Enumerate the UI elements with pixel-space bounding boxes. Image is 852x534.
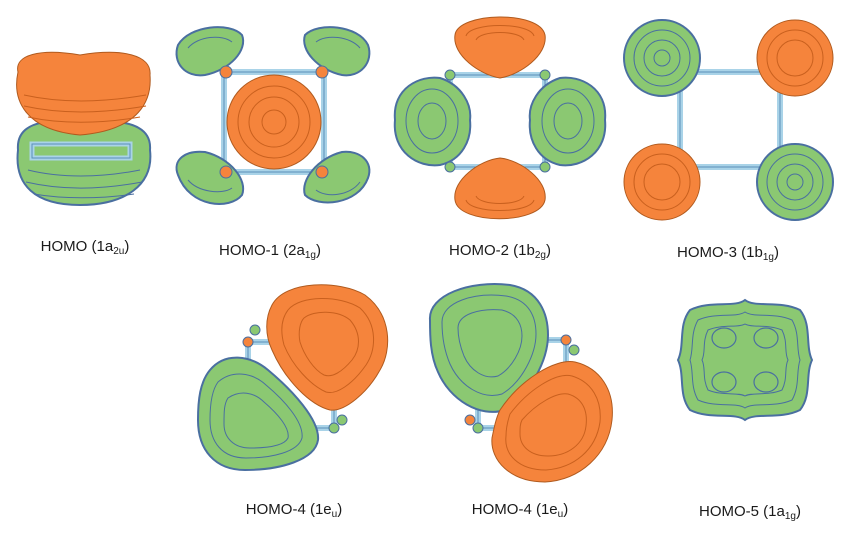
bond-frame: [677, 69, 783, 170]
orbital-homo-4a: [196, 284, 389, 472]
top-orange-lobe: [454, 16, 546, 79]
caption-homo-1: HOMO-1 (2a1g): [219, 242, 321, 261]
tl-green-lobe: [623, 19, 701, 97]
green-lobe: [676, 298, 814, 422]
caption-homo: HOMO (1a2u): [40, 238, 130, 257]
caption-homo-2: HOMO-2 (1b2g): [449, 242, 551, 261]
br-green-lobe: [756, 143, 834, 221]
corner-lobe-bl: [175, 150, 245, 205]
caption-homo-4b: HOMO-4 (1eu): [471, 501, 569, 520]
bl-orange-lobe: [623, 143, 701, 221]
orbital-homo-1: [175, 26, 371, 205]
bottom-orange-lobe: [454, 157, 546, 220]
orbital-homo-3: [623, 19, 834, 221]
tr-orange-lobe: [756, 19, 834, 97]
corner-lobe-br: [303, 150, 371, 204]
corner-lobe-tr: [303, 26, 371, 77]
orbital-homo: [16, 51, 152, 207]
caption-homo-4a: HOMO-4 (1eu): [245, 501, 343, 520]
caption-homo-3: HOMO-3 (1b1g): [677, 244, 779, 263]
orbital-homo-2: [393, 16, 607, 220]
orange-lobe: [491, 361, 613, 483]
orange-lobe: [266, 284, 389, 411]
caption-homo-5: HOMO-5 (1a1g): [699, 503, 801, 522]
orbital-homo-5: [676, 298, 814, 422]
orbital-homo-4b: [428, 283, 613, 483]
corner-lobe-tl: [175, 26, 245, 77]
green-lobe: [196, 356, 320, 472]
upper-orange-lobe: [16, 51, 151, 136]
central-orange-lobe: [226, 74, 322, 170]
